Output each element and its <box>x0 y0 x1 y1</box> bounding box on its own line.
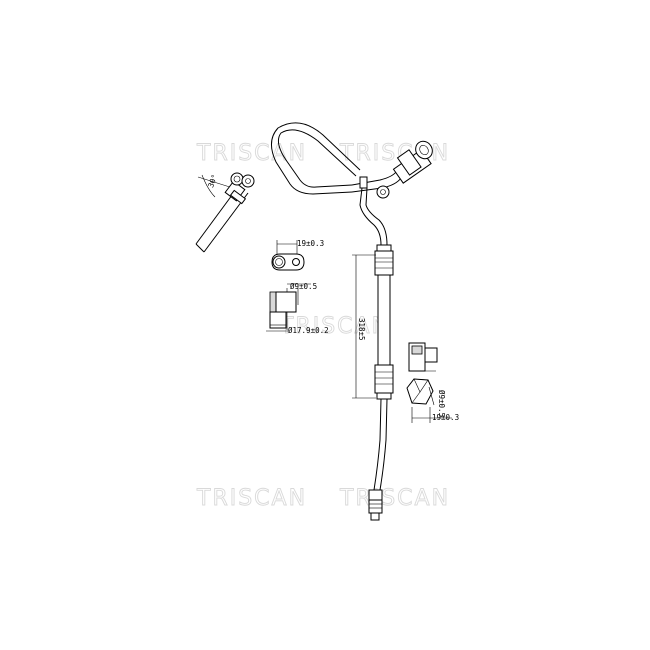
top-right-fitting <box>392 140 433 184</box>
watermark-bottom-right: TRISCAN <box>339 486 450 511</box>
length-dimension: 318±5 <box>352 254 376 399</box>
fitting-diameter-label: Ø9±0.5 <box>437 390 446 417</box>
fitting-width-label: 19±0.3 <box>432 413 459 422</box>
flange-detail: Ø9±0.5 Ø17.9±0.2 <box>266 282 329 335</box>
hose-length-label: 318±5 <box>357 318 366 341</box>
banjo-eye-detail: 19±0.3 <box>271 239 324 271</box>
watermark-bottom-left: TRISCAN <box>196 486 307 511</box>
watermark-top-right: TRISCAN <box>339 141 450 166</box>
angle-arc <box>201 174 216 198</box>
watermark-center: TRISCAN <box>279 314 390 339</box>
pipe-diameter-label: Ø9±0.5 <box>290 282 317 291</box>
hose-assembly <box>271 122 433 521</box>
right-fitting-detail: Ø9±0.5 19±0.3 <box>406 342 459 423</box>
watermark-top-left: TRISCAN <box>196 141 307 166</box>
angled-fitting-detail: 30° <box>195 172 255 253</box>
angle-label: 30° <box>206 173 219 189</box>
flange-diameter-label: Ø17.9±0.2 <box>288 326 329 335</box>
banjo-width-label: 19±0.3 <box>297 239 324 248</box>
